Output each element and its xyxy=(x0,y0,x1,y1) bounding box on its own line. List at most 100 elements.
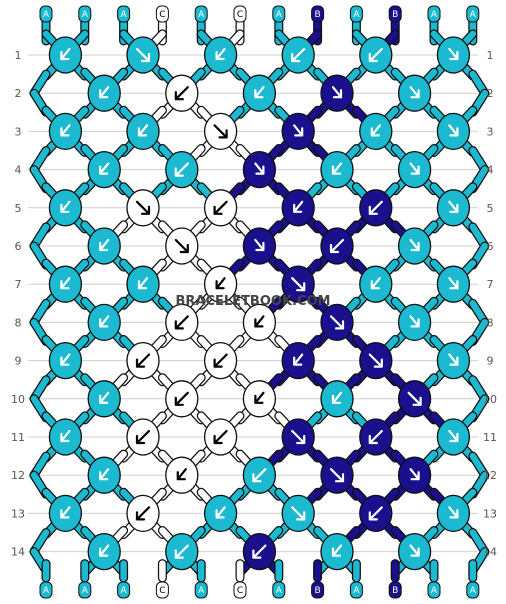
knot-arrow-icon xyxy=(135,47,151,63)
row-label-right: 1 xyxy=(487,49,494,62)
strand-bottom-label: A xyxy=(82,586,89,596)
strand-top-label: C xyxy=(159,10,165,20)
knot-arrow-icon xyxy=(370,124,381,137)
knot-arrow-icon xyxy=(331,86,343,99)
strand-bottom-tab xyxy=(427,581,441,599)
knot-arrow-icon xyxy=(215,277,226,290)
knot-arrow-icon xyxy=(254,315,265,328)
knot-arrow-icon xyxy=(60,353,71,366)
row-label-left: 11 xyxy=(11,431,25,444)
strand-bottom-label: A xyxy=(198,586,205,596)
knot-arrow-icon xyxy=(174,391,189,406)
strand-bottom-label: B xyxy=(315,586,321,596)
knot-arrow-icon xyxy=(215,47,226,61)
knot-arrow-icon xyxy=(99,86,110,99)
knot-arrow-icon xyxy=(291,47,306,63)
knot-arrow-icon xyxy=(60,124,71,137)
knot-arrow-icon xyxy=(331,544,343,557)
knot-arrow-icon xyxy=(329,468,345,483)
knot-arrow-icon xyxy=(137,124,149,137)
row-label-left: 2 xyxy=(15,87,22,100)
row-label-left: 5 xyxy=(15,202,22,215)
knot-arrow-icon xyxy=(331,162,343,175)
knot-arrow-icon xyxy=(409,162,420,175)
row-label-left: 13 xyxy=(11,507,25,520)
row-label-right: 12 xyxy=(483,469,497,482)
row-label-left: 8 xyxy=(15,316,22,329)
knot-arrow-icon xyxy=(60,277,71,290)
knot-arrow-icon xyxy=(448,200,459,213)
knot-arrow-icon xyxy=(135,429,151,445)
knot-arrow-icon xyxy=(135,200,151,215)
knot-arrow-icon xyxy=(448,353,459,366)
strand-top-tab xyxy=(466,5,480,23)
knot-arrow-icon xyxy=(254,162,265,175)
strand-bottom-tab xyxy=(272,581,286,599)
strand-bottom-tab xyxy=(349,581,363,599)
row-label-right: 5 xyxy=(487,202,494,215)
knot-arrow-icon xyxy=(252,468,267,483)
knot-arrow-icon xyxy=(291,429,306,445)
row-label-right: 11 xyxy=(483,431,497,444)
knot-arrow-icon xyxy=(407,391,422,406)
row-label-right: 4 xyxy=(487,164,494,177)
row-label-right: 7 xyxy=(487,278,494,291)
strand-top-label: A xyxy=(43,10,50,20)
knot-arrow-icon xyxy=(409,544,420,557)
row-label-left: 7 xyxy=(15,278,22,291)
strand-bottom-label: C xyxy=(237,586,243,596)
strand-bottom-tab xyxy=(388,581,402,599)
strand-bottom-tab xyxy=(233,581,247,599)
strand-top-label: A xyxy=(121,10,128,20)
row-label-left: 6 xyxy=(15,240,22,253)
knot-arrow-icon xyxy=(137,277,149,290)
knot-layer xyxy=(48,36,471,571)
knot-arrow-icon xyxy=(174,544,189,559)
strand-top-tab xyxy=(349,5,363,23)
knot-arrow-icon xyxy=(293,353,304,366)
strand-top-tab xyxy=(272,5,286,23)
knot-arrow-icon xyxy=(254,238,265,252)
row-label-right: 13 xyxy=(483,507,497,520)
knot-arrow-icon xyxy=(213,429,228,445)
knot-arrow-icon xyxy=(254,86,265,99)
knot-arrow-icon xyxy=(368,200,383,215)
strand-top-label: B xyxy=(315,10,321,20)
knot-arrow-icon xyxy=(331,391,343,404)
knot-arrow-icon xyxy=(329,238,345,254)
knot-arrow-icon xyxy=(293,200,304,213)
strand-top-tab xyxy=(155,5,169,23)
strand-top-label: A xyxy=(82,10,89,20)
knot-arrow-icon xyxy=(213,200,228,215)
knot-arrow-icon xyxy=(213,124,228,139)
knot-arrow-icon xyxy=(409,315,420,328)
knot-arrow-icon xyxy=(368,429,383,445)
strand-top-tab xyxy=(39,5,53,23)
knot-arrow-icon xyxy=(213,353,228,368)
knot-arrow-icon xyxy=(135,506,151,521)
strand-bottom-tab xyxy=(466,581,480,599)
knot-arrow-icon xyxy=(99,544,110,557)
knot-arrow-icon xyxy=(254,391,265,404)
strand-top-label: A xyxy=(276,10,283,20)
row-label-left: 9 xyxy=(15,355,22,368)
knot-arrow-icon xyxy=(174,162,189,177)
row-label-left: 10 xyxy=(11,393,25,406)
strand-top-tab xyxy=(233,5,247,23)
knot-arrow-icon xyxy=(409,468,420,481)
watermark-text: BRACELETBOOK.COM xyxy=(176,294,331,309)
strand-bottom-tab xyxy=(311,581,325,599)
knot-arrow-icon xyxy=(60,200,71,213)
knot-arrow-icon xyxy=(409,238,420,252)
row-label-left: 3 xyxy=(15,125,22,138)
strand-top-tab xyxy=(388,5,402,23)
strand-bottom-label: A xyxy=(470,586,477,596)
row-label-right: 2 xyxy=(487,87,494,100)
knot-arrow-icon xyxy=(409,86,420,99)
row-label-right: 6 xyxy=(487,240,494,253)
strand-bottom-label: A xyxy=(431,586,438,596)
strand-bottom-tab xyxy=(78,581,92,599)
